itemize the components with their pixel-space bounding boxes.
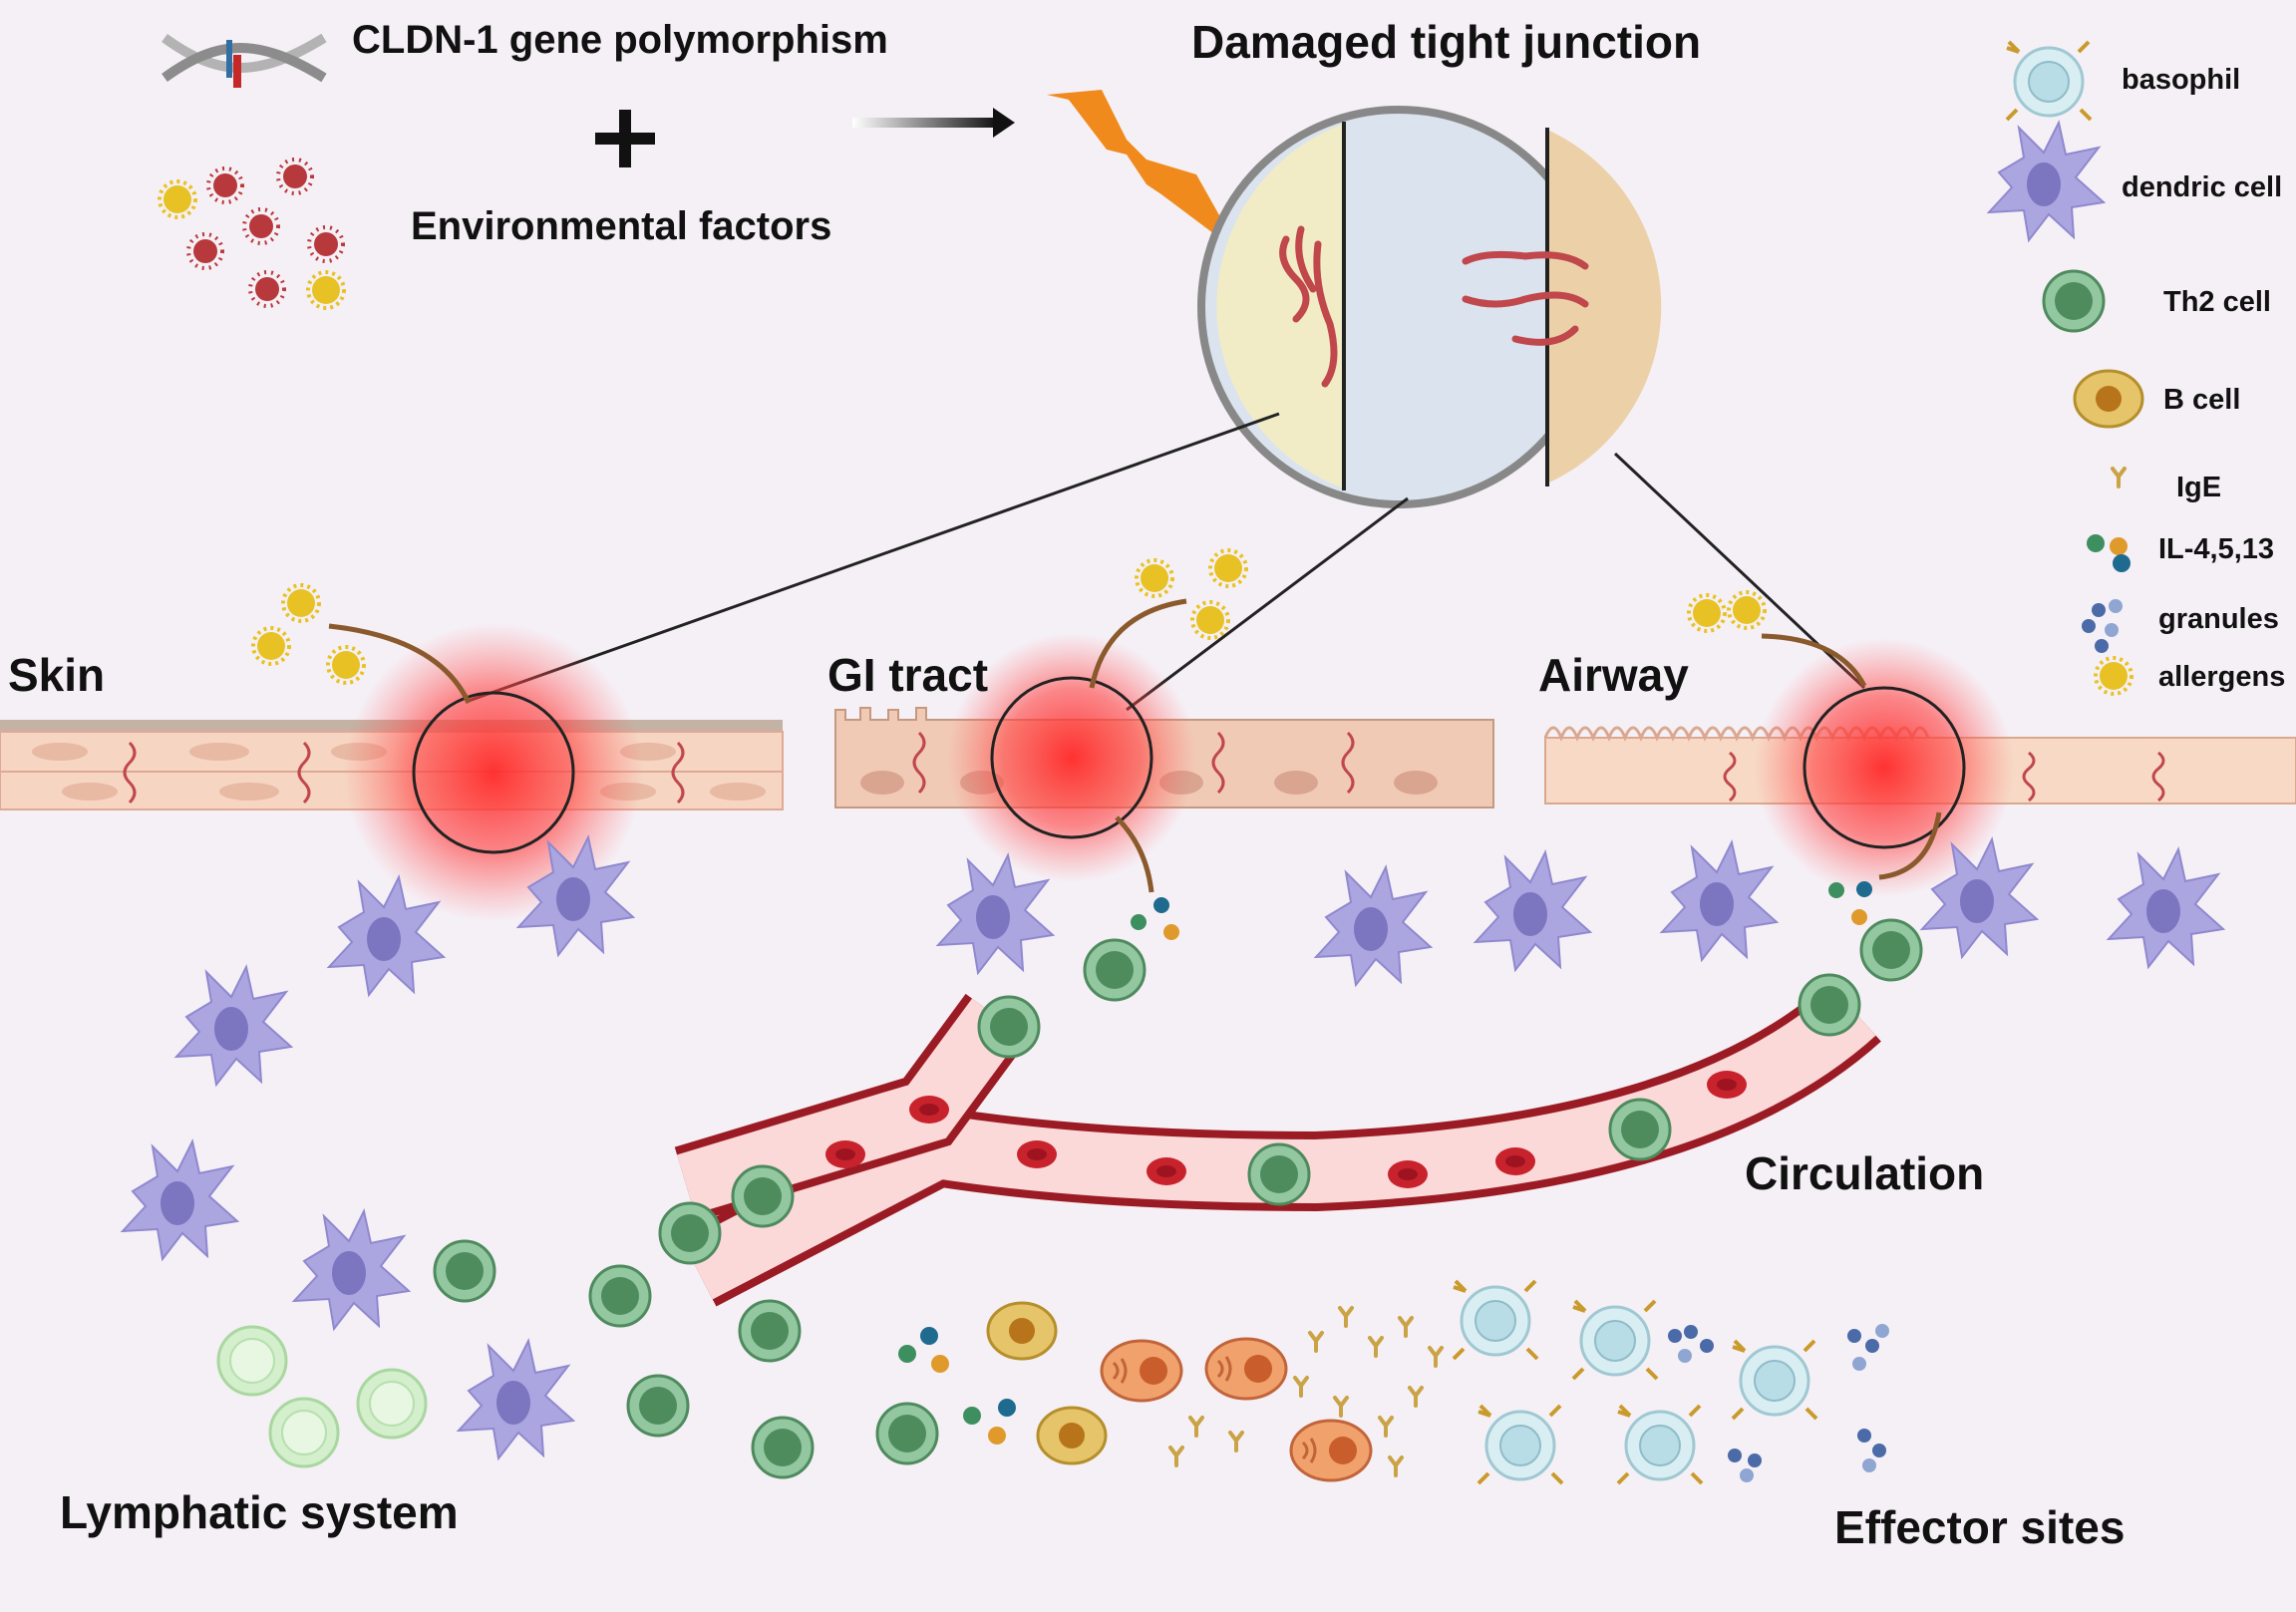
legend-th2-label: Th2 cell bbox=[2163, 286, 2271, 318]
airway-label: Airway bbox=[1538, 649, 1689, 701]
dna-icon bbox=[162, 33, 327, 88]
basophil-icons bbox=[1452, 1279, 1818, 1485]
legend-basophil-label: basophil bbox=[2122, 64, 2241, 96]
cytokine-icons bbox=[1131, 881, 1872, 940]
blood-vessel-icon bbox=[674, 973, 1881, 1307]
legend-granules-label: granules bbox=[2158, 603, 2279, 635]
legend-dendritic-label: dendric cell bbox=[2122, 171, 2283, 203]
lymphatic-system-label: Lymphatic system bbox=[60, 1486, 459, 1538]
skin-label: Skin bbox=[8, 649, 106, 701]
environmental-factors-label: Environmental factors bbox=[411, 204, 832, 248]
flow-arrow-icon bbox=[852, 108, 1015, 138]
circulation-label: Circulation bbox=[1745, 1147, 1985, 1199]
legend-icons bbox=[1988, 40, 2144, 696]
gi-tract-label: GI tract bbox=[827, 649, 989, 701]
damaged-junction-label: Damaged tight junction bbox=[1191, 16, 1702, 68]
effector-sites-label: Effector sites bbox=[1834, 1501, 2126, 1553]
entry-arrows bbox=[328, 598, 1942, 893]
legend-ige-label: IgE bbox=[2176, 472, 2222, 503]
magnified-junction-icon bbox=[1197, 106, 1662, 508]
legend-cytokine-label: IL-4,5,13 bbox=[2158, 533, 2275, 565]
plus-icon bbox=[595, 110, 655, 167]
effector-cytokine-icons bbox=[898, 1327, 1016, 1445]
gene-polymorphism-label: CLDN-1 gene polymorphism bbox=[352, 18, 888, 62]
legend-allergens-label: allergens bbox=[2158, 661, 2286, 693]
inflamed-junction-icons bbox=[344, 623, 2014, 922]
environmental-factors-icon bbox=[158, 158, 346, 310]
lightning-icon bbox=[1047, 90, 1241, 254]
granule-icons bbox=[1668, 1324, 1889, 1482]
legend-bcell-label: B cell bbox=[2163, 384, 2241, 416]
naive-t-cell-icons bbox=[216, 1325, 428, 1468]
